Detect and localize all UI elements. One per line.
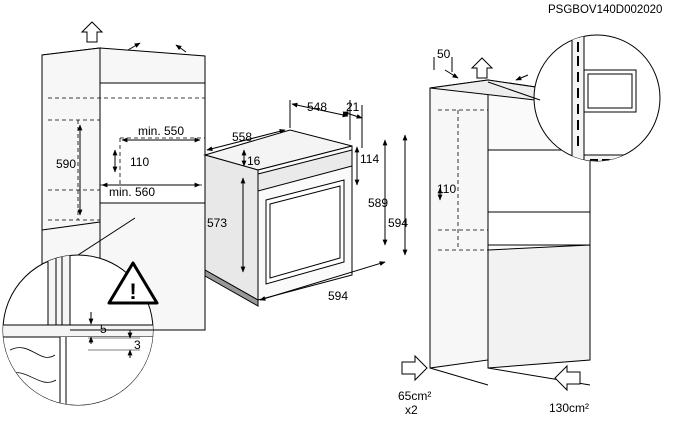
- oven-dimensions: [206, 100, 408, 301]
- label-x2: x2: [405, 403, 418, 417]
- label-558: 558: [232, 130, 252, 144]
- label-594-height: 594: [388, 216, 408, 230]
- label-5: 5: [100, 322, 107, 336]
- label-21: 21: [346, 100, 360, 114]
- vent-arrow-right: [554, 364, 581, 392]
- right-cabinet: [429, 79, 591, 386]
- top-arrow-1: [127, 42, 141, 51]
- zoom-circle: [533, 34, 661, 162]
- label-590: 590: [56, 157, 76, 171]
- airflow-up-arrow-right: [470, 57, 494, 79]
- vent-arrow-left: [401, 354, 428, 382]
- zoom-leader-line: [487, 81, 541, 101]
- label-548: 548: [307, 100, 327, 114]
- label-573: 573: [207, 216, 227, 230]
- detail-leader-line: [77, 217, 136, 256]
- label-594-width: 594: [328, 289, 348, 303]
- label-110-right: 110: [437, 182, 456, 196]
- label-min-560: min. 560: [109, 185, 155, 199]
- label-50: 50: [437, 47, 451, 61]
- svg-text:!: !: [129, 279, 136, 304]
- oven-unit: [203, 129, 353, 307]
- right-cabinet-dashes: [438, 109, 488, 251]
- label-130cm2: 130cm²: [549, 401, 589, 415]
- label-110-left: 110: [130, 155, 149, 169]
- label-16: 16: [247, 154, 261, 168]
- top-arrow-2: [175, 44, 187, 53]
- airflow-up-arrow-left: [80, 21, 104, 43]
- label-65cm2: 65cm²: [398, 389, 431, 403]
- label-3: 3: [134, 338, 141, 352]
- diagram-code: PSGBOV140D002020: [548, 4, 662, 16]
- label-min-550: min. 550: [138, 124, 184, 138]
- top-arrow-4: [515, 74, 529, 81]
- label-589: 589: [368, 196, 388, 210]
- warning-icon: !: [107, 261, 159, 305]
- label-114: 114: [360, 152, 379, 166]
- top-arrow-3: [444, 69, 459, 79]
